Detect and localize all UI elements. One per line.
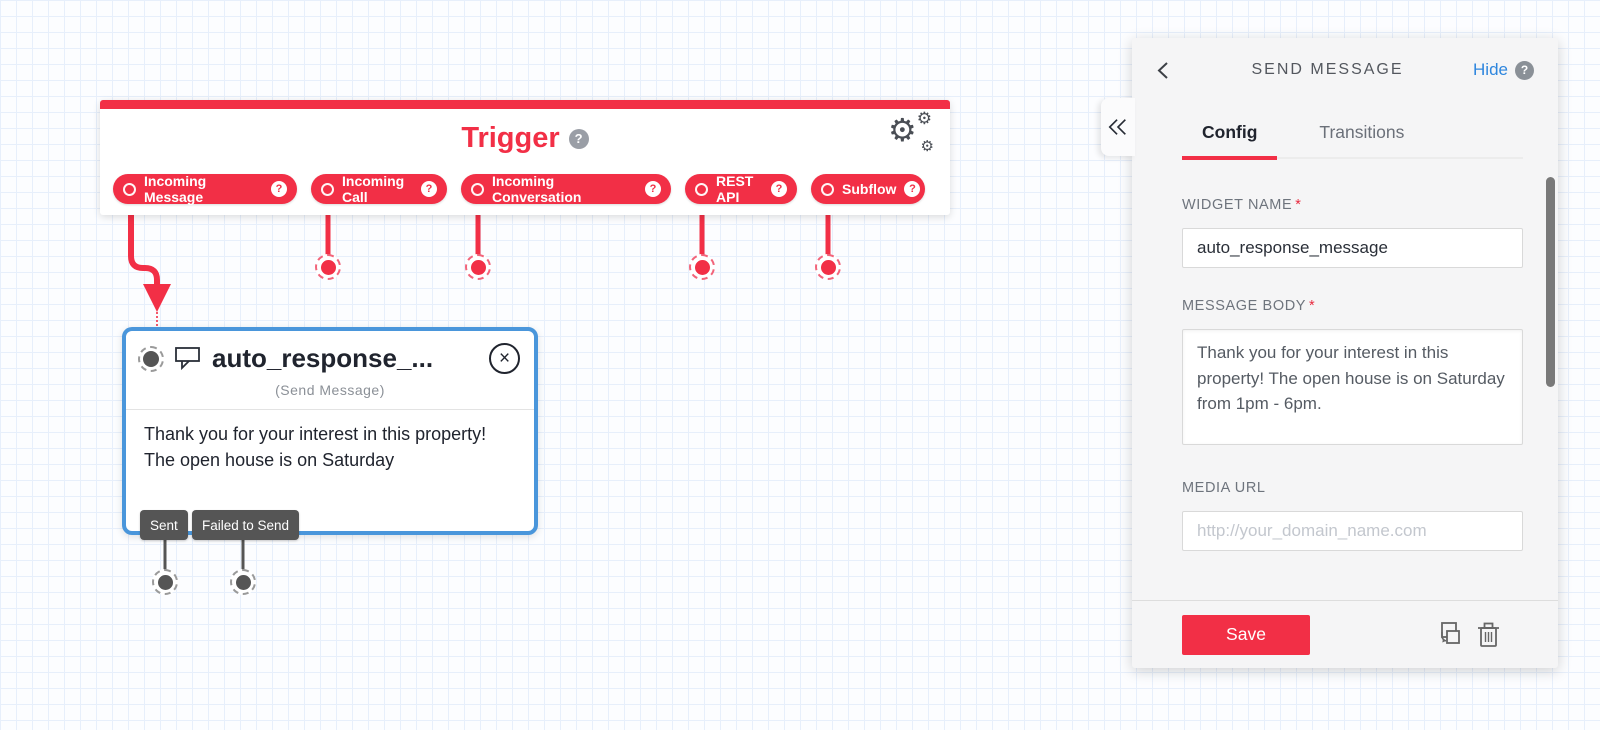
help-icon[interactable]: ? — [904, 181, 921, 197]
gear-icon: ⚙ — [888, 112, 917, 148]
gear-icon: ⚙ — [916, 109, 932, 128]
trigger-accent-bar — [100, 100, 950, 109]
panel-tabs: Config Transitions — [1182, 116, 1523, 160]
pill-port-icon — [321, 182, 334, 196]
pill-incoming-message[interactable]: Incoming Message ? — [113, 173, 297, 205]
node-type-label: (Send Message) — [275, 382, 385, 398]
connector-port-subflow[interactable] — [815, 254, 841, 280]
connector-lines — [128, 204, 831, 570]
trigger-title: Trigger — [461, 122, 560, 154]
media-url-label: MEDIA URL — [1182, 480, 1266, 496]
tab-transitions[interactable]: Transitions — [1319, 122, 1405, 142]
send-message-node[interactable]: auto_response_... × (Send Message) Thank… — [122, 327, 538, 535]
collapse-panel-button[interactable] — [1101, 98, 1135, 156]
hide-help-icon[interactable]: ? — [1515, 60, 1534, 80]
transition-failed-label: Failed to Send — [192, 510, 300, 540]
pill-port-icon — [821, 182, 834, 196]
trigger-help-icon[interactable]: ? — [568, 128, 589, 149]
pill-port-icon — [695, 182, 708, 196]
tab-config[interactable]: Config — [1182, 116, 1278, 160]
connector-port-rest-api[interactable] — [689, 254, 715, 280]
node-divider — [126, 409, 534, 410]
node-message-preview: Thank you for your interest in this prop… — [144, 424, 487, 470]
connector-port-failed[interactable] — [230, 569, 256, 595]
message-body-label: MESSAGE BODY* — [1182, 298, 1316, 314]
trash-icon — [1478, 622, 1499, 647]
config-panel: SEND MESSAGE Hide ? Config Transitions W… — [1101, 38, 1558, 668]
pill-rest-api[interactable]: REST API ? — [685, 173, 797, 205]
help-icon[interactable]: ? — [645, 181, 661, 197]
delete-widget-button[interactable] — [1477, 621, 1500, 648]
pill-label: Subflow — [842, 181, 897, 197]
help-icon[interactable]: ? — [271, 181, 287, 197]
double-chevron-left-icon — [1108, 119, 1126, 135]
help-icon[interactable]: ? — [771, 181, 787, 197]
widget-name-label: WIDGET NAME* — [1182, 197, 1302, 213]
pill-port-icon — [471, 182, 484, 196]
gear-icon: ⚙ — [920, 138, 934, 155]
save-button[interactable]: Save — [1182, 614, 1310, 655]
node-input-port[interactable] — [138, 345, 164, 372]
hide-link[interactable]: Hide — [1473, 60, 1508, 79]
pill-incoming-call[interactable]: Incoming Call ? — [311, 173, 447, 205]
pill-label: Incoming Call — [342, 173, 405, 205]
transition-sent-label: Sent — [140, 510, 188, 540]
duplicate-icon — [1441, 622, 1460, 644]
connector-port-incoming-conversation[interactable] — [465, 254, 491, 280]
required-asterisk: * — [1309, 298, 1316, 314]
send-message-icon — [175, 347, 200, 371]
pill-label: REST API — [716, 173, 754, 205]
pill-incoming-conversation[interactable]: Incoming Conversation ? — [461, 173, 671, 205]
duplicate-widget-button[interactable] — [1433, 621, 1461, 648]
media-url-input[interactable] — [1182, 511, 1523, 551]
pill-label: Incoming Message — [144, 173, 207, 205]
panel-scrollbar[interactable] — [1546, 177, 1555, 387]
trigger-settings-icon[interactable]: ⚙ ⚙ ⚙ — [888, 109, 934, 155]
pill-label: Incoming Conversation — [492, 173, 582, 205]
connector-port-incoming-call[interactable] — [315, 254, 341, 280]
panel-title: SEND MESSAGE — [1251, 61, 1404, 78]
connector-port-sent[interactable] — [152, 569, 178, 595]
chevron-left-icon — [1157, 61, 1168, 79]
required-asterisk: * — [1295, 197, 1302, 213]
back-button[interactable] — [1156, 61, 1182, 80]
widget-name-input[interactable] — [1182, 228, 1523, 268]
close-icon[interactable]: × — [489, 343, 520, 374]
pill-port-icon — [123, 182, 136, 196]
pill-subflow[interactable]: Subflow ? — [811, 174, 925, 204]
node-title: auto_response_... — [212, 343, 434, 373]
help-icon[interactable]: ? — [421, 181, 437, 197]
message-body-textarea[interactable]: Thank you for your interest in this prop… — [1182, 329, 1523, 445]
